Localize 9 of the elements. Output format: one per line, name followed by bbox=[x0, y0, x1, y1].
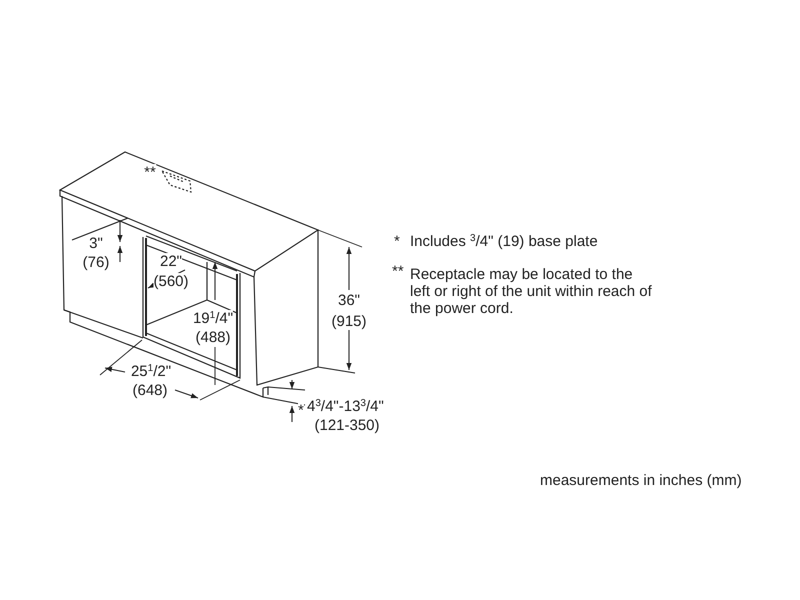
dimension-label: (488) bbox=[195, 329, 231, 346]
dimension-label: (121-350) bbox=[314, 417, 380, 434]
note-text: Includes $^{3}$/4" (19) base plate bbox=[410, 233, 598, 250]
dimension-label: (560) bbox=[153, 273, 189, 290]
dimension-label: (648) bbox=[132, 382, 168, 399]
note-text: Receptacle may be located to the left or right of the unit within reach of the power cord. bbox=[410, 266, 655, 317]
dimension-label: (76) bbox=[82, 254, 110, 271]
note-text: measurements in inches (mm) bbox=[540, 472, 742, 489]
dimension-label: (915) bbox=[331, 313, 367, 330]
